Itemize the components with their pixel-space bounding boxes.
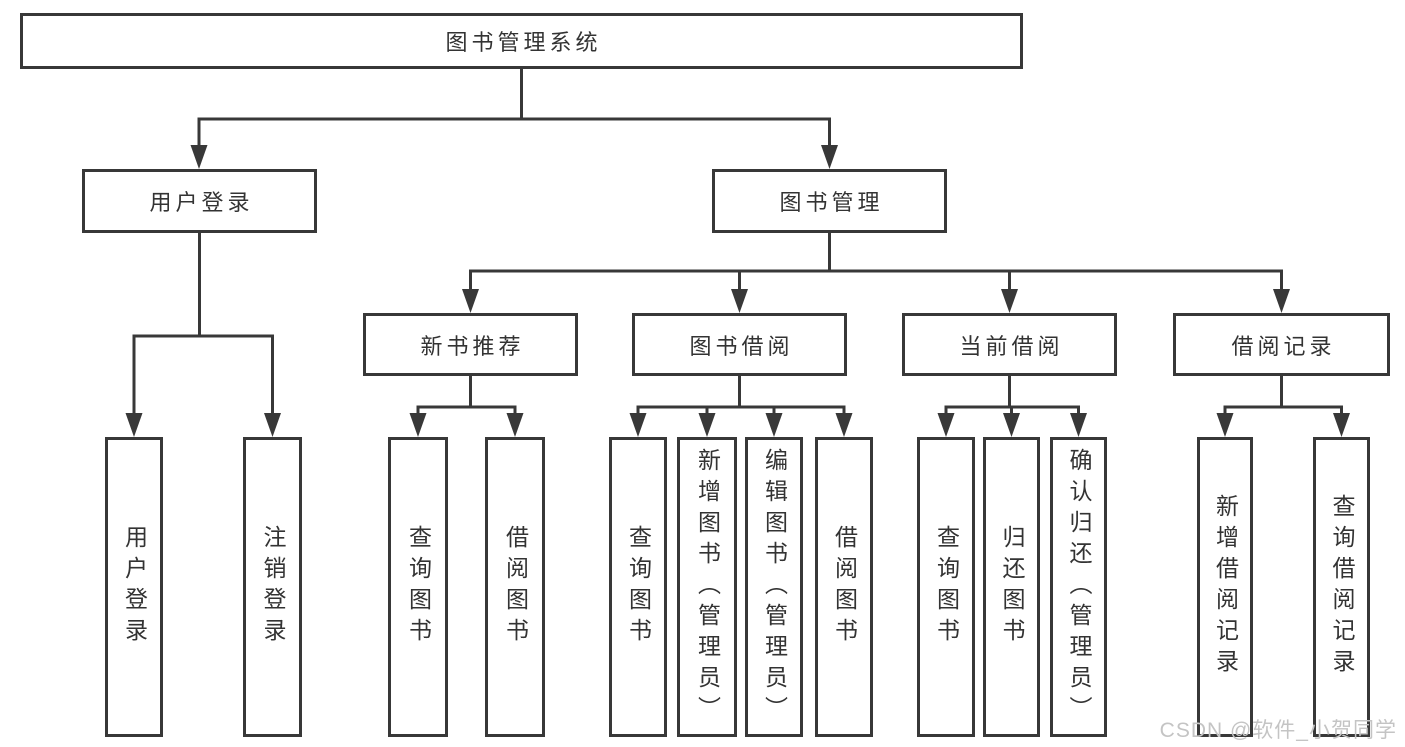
arrowhead-icon [698, 413, 716, 437]
arrowhead-icon [629, 413, 647, 437]
leaf-confirm-return-admin: 确认归还（管理员） [1050, 437, 1107, 737]
leaf-return-books: 归还图书 [983, 437, 1040, 737]
node-new-book-recommend: 新书推荐 [363, 313, 578, 376]
leaf-add-books-admin: 新增图书（管理员） [677, 437, 737, 737]
arrowhead-icon [821, 145, 838, 169]
leaf-add-borrow-record: 新增借阅记录 [1197, 437, 1253, 737]
node-user-login: 用户登录 [82, 169, 317, 233]
arrowhead-icon [125, 413, 143, 437]
arrowhead-icon [1070, 413, 1087, 437]
leaf-query-books-recommend: 查询图书 [388, 437, 448, 737]
arrowhead-icon [190, 145, 208, 169]
leaf-borrow-books-recommend: 借阅图书 [485, 437, 545, 737]
node-book-management: 图书管理 [712, 169, 947, 233]
arrowhead-icon [1003, 413, 1020, 437]
arrowhead-icon [1273, 289, 1290, 313]
leaf-query-books-current: 查询图书 [917, 437, 975, 737]
leaf-query-books-borrowing: 查询图书 [609, 437, 667, 737]
node-current-borrowing: 当前借阅 [902, 313, 1117, 376]
arrowhead-icon [765, 413, 783, 437]
node-book-borrowing: 图书借阅 [632, 313, 847, 376]
arrowhead-icon [409, 413, 427, 437]
arrowhead-icon [1333, 413, 1350, 437]
arrowhead-icon [937, 413, 955, 437]
arrowhead-icon [1001, 289, 1018, 313]
arrowhead-icon [731, 289, 748, 313]
node-borrowing-records: 借阅记录 [1173, 313, 1390, 376]
arrowhead-icon [264, 413, 281, 437]
arrowhead-icon [462, 289, 479, 313]
csdn-watermark: CSDN @软件_小贺同学 [1159, 719, 1397, 742]
leaf-edit-books-admin: 编辑图书（管理员） [745, 437, 803, 737]
arrowhead-icon [835, 413, 853, 437]
arrowhead-icon [506, 413, 524, 437]
leaf-borrow-books-borrowing: 借阅图书 [815, 437, 873, 737]
arrowhead-icon [1216, 413, 1234, 437]
leaf-logout: 注销登录 [243, 437, 302, 737]
leaf-user-login: 用户登录 [105, 437, 163, 737]
leaf-query-borrow-record: 查询借阅记录 [1313, 437, 1370, 737]
node-root: 图书管理系统 [20, 13, 1023, 69]
